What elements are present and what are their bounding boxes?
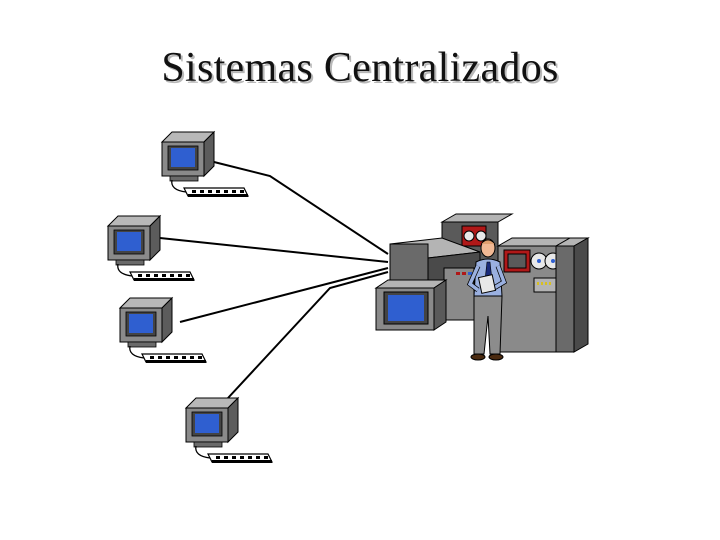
cable-terminal-3 bbox=[179, 267, 389, 323]
terminal-3 bbox=[119, 297, 207, 364]
cable-terminal-2 bbox=[159, 237, 389, 263]
cable-terminal-1 bbox=[213, 161, 389, 255]
cable-terminal-4 bbox=[227, 271, 389, 399]
terminal-1 bbox=[161, 131, 249, 198]
terminal-2 bbox=[107, 215, 195, 282]
network-cables bbox=[159, 161, 389, 399]
operator-person bbox=[466, 238, 508, 361]
tape-reel-icon bbox=[475, 230, 487, 242]
tape-reel-icon bbox=[463, 230, 475, 242]
terminal-4 bbox=[185, 397, 273, 464]
slide-title: Sistemas Centralizados bbox=[161, 45, 559, 91]
